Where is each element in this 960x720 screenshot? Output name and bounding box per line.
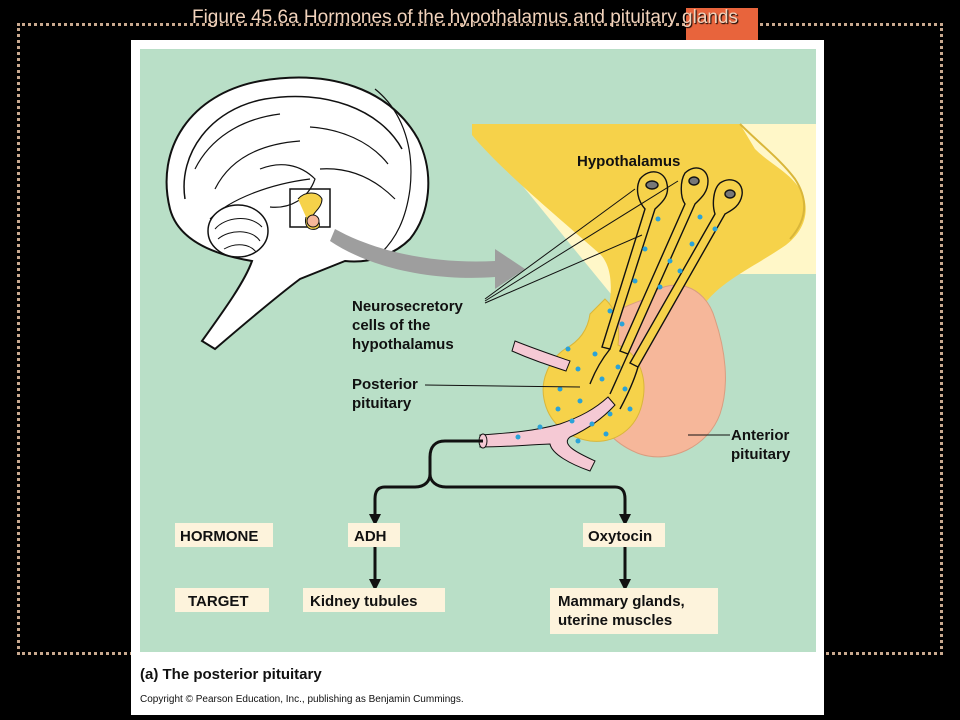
target-oxytocin-line2: uterine muscles [558, 612, 672, 629]
diagram-svg: Hypothalamus Neurosecretory cells of the… [165, 76, 816, 634]
diagram-panel: Hypothalamus Neurosecretory cells of the… [140, 49, 816, 652]
slide-title: Figure 45.6a Hormones of the hypothalamu… [191, 7, 739, 28]
blood-vessels [478, 340, 616, 472]
hypothalamus-label: Hypothalamus [577, 153, 680, 170]
anterior-label-line1: Anterior [731, 427, 790, 444]
target-row-label: TARGET [188, 593, 249, 610]
neurosecretory-label-line1: Neurosecretory [352, 298, 464, 315]
posterior-label-line2: pituitary [352, 395, 412, 412]
neurosecretory-label-line3: hypothalamus [352, 336, 454, 353]
anterior-label-line2: pituitary [731, 446, 791, 463]
posterior-pituitary [542, 298, 645, 442]
label-boxes [175, 523, 718, 634]
neurosecretory-cells [589, 167, 743, 410]
pointer-lines [424, 180, 730, 436]
figure-caption: (a) The posterior pituitary [140, 666, 322, 683]
zoom-arrow [330, 229, 525, 289]
hormone-oxytocin: Oxytocin [588, 528, 652, 545]
routing-arrows [373, 439, 627, 581]
neurosecretory-label-line2: cells of the [352, 317, 430, 334]
target-oxytocin-line1: Mammary glands, [558, 593, 685, 610]
figure: Hypothalamus Neurosecretory cells of the… [131, 40, 824, 715]
hormone-dots [515, 214, 718, 444]
posterior-label-line1: Posterior [352, 376, 418, 393]
hormone-adh: ADH [354, 528, 387, 545]
accent-bar [686, 8, 758, 42]
arrow-heads [369, 514, 631, 591]
target-adh: Kidney tubules [310, 593, 418, 610]
copyright-notice: Copyright © Pearson Education, Inc., pub… [140, 694, 464, 705]
hormone-row-label: HORMONE [180, 528, 258, 545]
brain-illustration [165, 76, 430, 351]
